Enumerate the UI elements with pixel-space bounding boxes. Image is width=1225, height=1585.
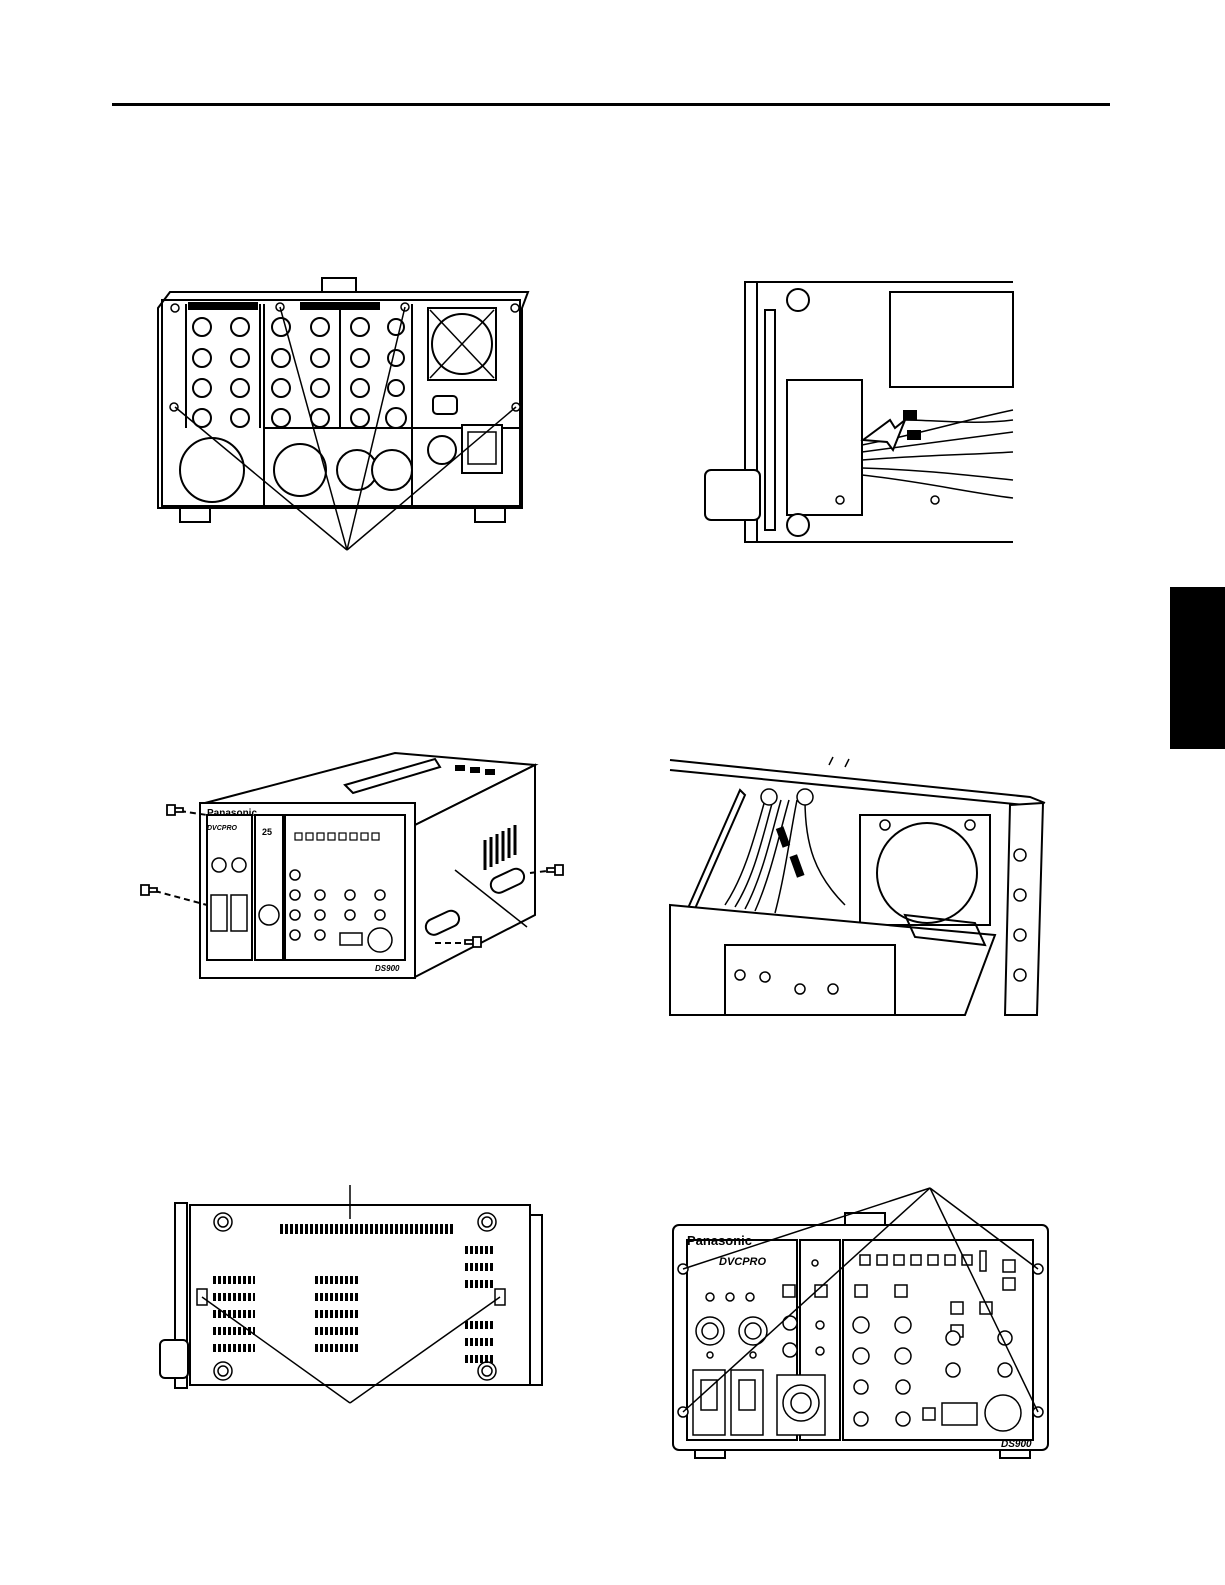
front-logo: DVCPRO bbox=[719, 1256, 767, 1268]
figure-front-panel: Panasonic DVCPRO DS900 bbox=[665, 1185, 1060, 1465]
front-panel-illustration: Panasonic DVCPRO DS900 bbox=[665, 1185, 1060, 1465]
figure-rear-panel bbox=[150, 270, 540, 565]
figure-inner-wiring-side bbox=[695, 270, 1025, 550]
inner-wiring-illustration bbox=[695, 270, 1025, 550]
case-model: DS900 bbox=[375, 964, 400, 973]
figure-inner-top bbox=[665, 755, 1055, 1020]
header-rule bbox=[112, 103, 1110, 106]
chapter-tab bbox=[1170, 587, 1225, 749]
case-removal-illustration: Panasonic DVCPRO 25 DS900 bbox=[135, 745, 575, 985]
case-brand: Panasonic bbox=[207, 808, 257, 819]
bottom-view-illustration bbox=[155, 1185, 555, 1410]
front-model: DS900 bbox=[1001, 1439, 1032, 1450]
case-badge: 25 bbox=[262, 827, 272, 837]
figure-bottom-view bbox=[155, 1185, 555, 1410]
case-logo: DVCPRO bbox=[207, 825, 238, 832]
front-brand: Panasonic bbox=[687, 1233, 752, 1248]
figure-case-removal: Panasonic DVCPRO 25 DS900 bbox=[135, 745, 575, 985]
rear-panel-illustration bbox=[150, 270, 540, 565]
inner-top-illustration bbox=[665, 755, 1055, 1020]
